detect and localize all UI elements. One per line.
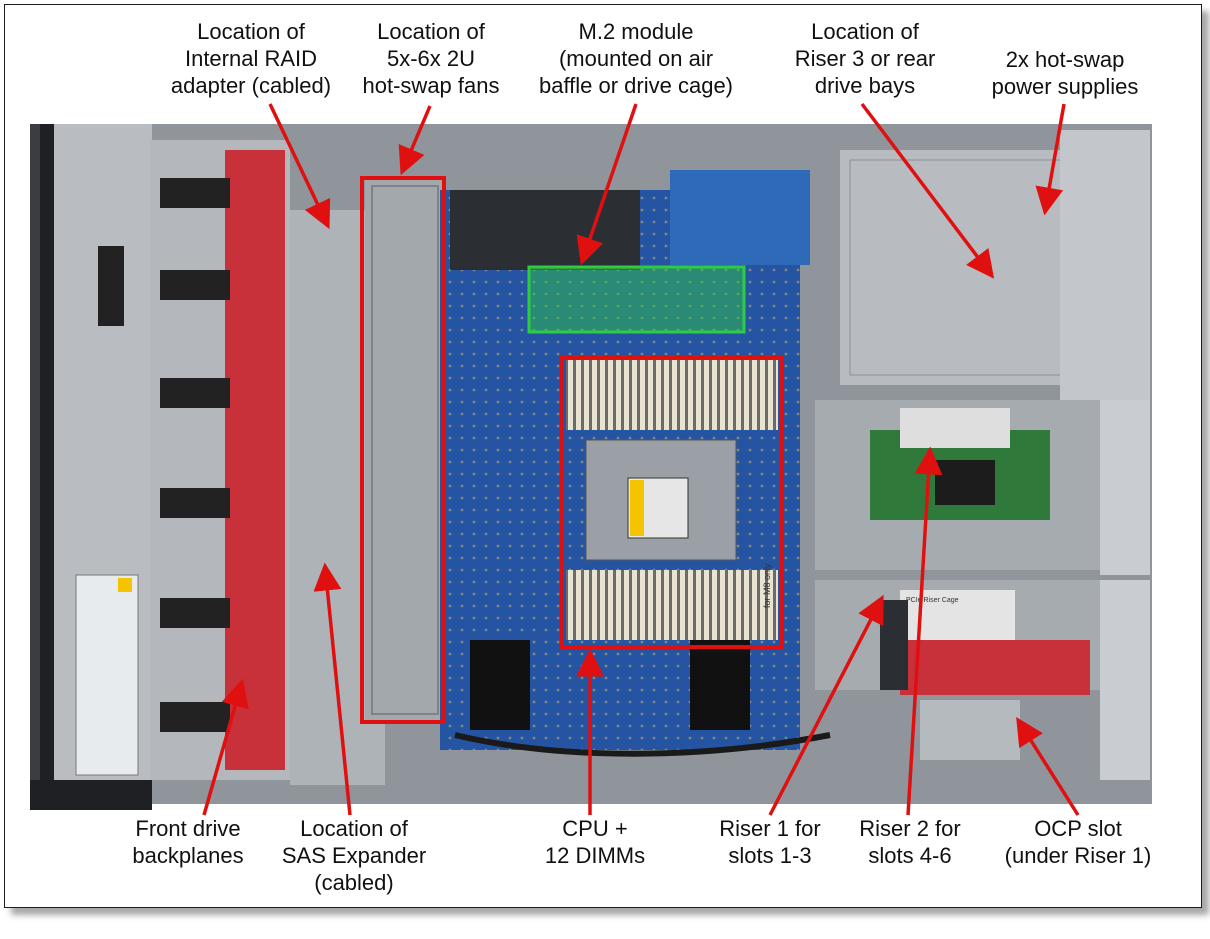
riser-1-area [815,580,1150,780]
m2-arrow [576,103,638,266]
sas-arrow [313,562,352,816]
fans-arrow [398,105,432,176]
cable [454,732,831,757]
pcie-riser-cage-text: PCIe Riser Cage [906,597,959,604]
backplanes-arrow [202,678,249,816]
front-drive-backplanes [150,140,290,780]
riser3-arrow [860,102,995,279]
psu-arrow [1035,103,1066,216]
power-supply-area [840,130,1150,400]
ocp-slot-area [920,700,1020,760]
riser2-arrow [906,446,943,816]
fan-cage [365,180,445,720]
cpu-dimm-highlight-box [560,355,784,649]
ocp-arrow [1016,717,1080,816]
m2-highlight-box [527,265,746,334]
raid-arrow [268,103,331,230]
fans-highlight-box [360,176,446,724]
dimm-banks [566,360,778,640]
riser1-arrow [768,594,884,816]
riser-2-area [815,400,1150,575]
dimm-note-text: for M8 only [762,563,772,608]
label-cpu: CPU +12 DIMMs [544,816,646,868]
label-ocp: OCP slot(under Riser 1) [1004,816,1152,868]
